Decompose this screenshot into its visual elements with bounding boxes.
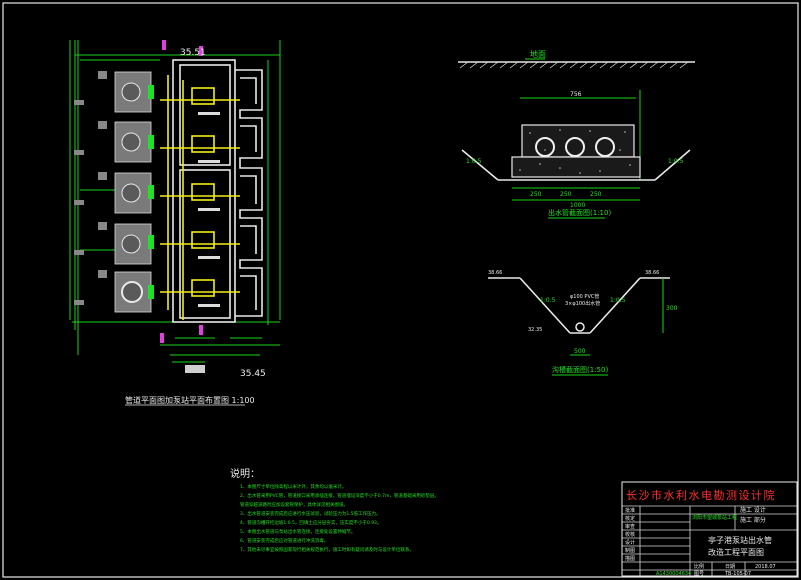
section-dim-3: 250 (590, 191, 602, 198)
tb-date: 2018.07 (755, 564, 776, 570)
tb-date-label: 日期 (725, 564, 735, 570)
section-dim-total: 1000 (570, 202, 585, 209)
note-line-4: 3、出水管道安装完成后应进行水压试验，试验压力为1.5倍工作压力。 (240, 510, 381, 517)
tb-row-draw: 制图 (625, 547, 635, 554)
pump-well-4 (114, 223, 152, 265)
section-slope-left: 1:0.5 (466, 158, 482, 165)
tb-row-approve: 批准 (625, 507, 635, 514)
ditch-pipe-label-2: 3×φ100出水管 (565, 300, 600, 307)
ditch-view: 38.66 38.66 32.35 φ100 PVC管 3×φ100出水管 1:… (488, 270, 678, 376)
title-block: 长沙市水利水电勘测设计院 批准 核定 审查 校核 设计 制图 描图 浏阳市望城泵… (621, 481, 798, 577)
section-dim-2: 250 (560, 191, 572, 198)
company-name: 长沙市水利水电勘测设计院 (626, 488, 776, 502)
note-line-6: 5、本图出水管道与泵站出水管连接，连接处设置伸缩节。 (240, 528, 355, 535)
plan-title: 管道平面图加泵站平面布置图 1:100 (125, 395, 255, 405)
tb-drawing-no-label: 图号 (694, 571, 704, 577)
tb-row-check: 校核 (625, 531, 635, 538)
pump-well-2 (114, 121, 152, 163)
plan-elev-top: 35.51 (180, 48, 206, 58)
ditch-depth: 300 (666, 305, 678, 312)
ground-label: 地面 (530, 49, 546, 59)
pump-well-3 (114, 172, 152, 214)
note-line-7: 6、管道安装完成后应对管道进行冲洗消毒。 (240, 537, 328, 544)
ditch-pipe-label: φ100 PVC管 (570, 293, 599, 300)
tb-row-verify: 核定 (625, 515, 635, 522)
tb-phase: 施工 部分 (740, 516, 766, 524)
ditch-slope-left: 1:0.5 (540, 297, 556, 304)
tb-project: 浏阳市望城泵站工程 (692, 514, 737, 521)
section-title: 出水管截面图(1:10) (548, 208, 611, 217)
note-line-5: 4、管道沟槽开挖边坡1:0.5，回填土应分层夯实，压实度不小于0.93。 (240, 519, 381, 526)
ditch-bottom-width: 500 (574, 348, 586, 355)
tb-row-trace: 描图 (625, 555, 635, 562)
pump-well-5 (114, 271, 152, 313)
tb-row-design: 设计 (625, 539, 635, 546)
notes-block: 说明： 1、本图尺寸单位除高程以米计外，其余均以毫米计。 2、出水管采用PVC管… (230, 467, 439, 553)
tb-cert-no: A1430004634 (656, 571, 691, 577)
pump-well-1 (114, 71, 152, 113)
tb-drawing-title-2: 改造工程平面图 (708, 547, 764, 557)
tb-phase-top: 施工 设计 (740, 506, 766, 514)
ditch-elev-bottom: 32.35 (528, 327, 542, 333)
section-slope-right: 1:0.5 (668, 158, 684, 165)
tb-drawing-no: TB-105-07 (724, 571, 751, 577)
ditch-title: 沟槽截面图(1:50) (552, 365, 608, 374)
notes-heading: 说明： (230, 467, 260, 480)
note-line-3: 管道穿越道路时应加设套管保护，具体详见相关图纸。 (240, 501, 348, 508)
section-dim-top: 756 (570, 91, 582, 98)
tb-row-review: 审查 (625, 523, 635, 530)
tb-drawing-title: 亭子港泵站出水管 (708, 535, 772, 545)
ditch-slope-right: 1:0.5 (610, 297, 626, 304)
note-line-2: 2、出水管采用PVC管，管道接口采用承插连接，管道埋设深度不小于0.7m，管道基… (240, 492, 439, 499)
plan-view: 35.51 35.45 管道平面图加泵站平面布置图 1:100 (69, 40, 281, 406)
tb-scale-label: 比例 (694, 563, 704, 570)
section-dim-1: 250 (530, 191, 542, 198)
ditch-elev-right: 38.66 (645, 270, 659, 276)
section-view: 地面 756 1:0.5 1:0.5 250 250 250 1000 出水管截 (458, 49, 695, 219)
note-line-1: 1、本图尺寸单位除高程以米计外，其余均以毫米计。 (240, 483, 346, 490)
note-line-8: 7、其他未尽事宜按照国家现行相关规范执行，施工时如有疑问请及时与设计单位联系。 (240, 546, 414, 553)
ditch-elev-left: 38.66 (488, 270, 502, 276)
plan-elev-bottom: 35.45 (240, 369, 266, 379)
